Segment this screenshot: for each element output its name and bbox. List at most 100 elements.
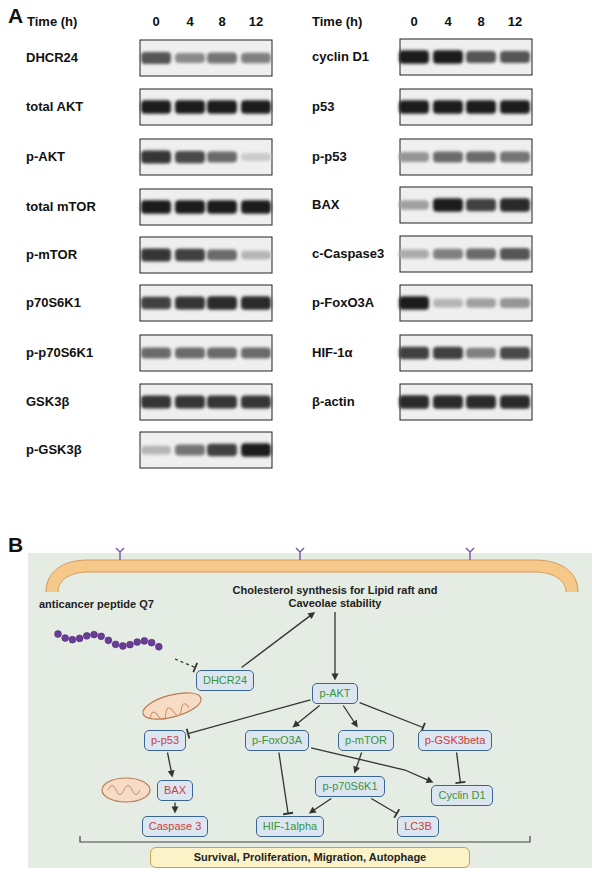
blot-frame xyxy=(140,89,272,125)
blot-band xyxy=(241,153,271,161)
node-text: DHCR24 xyxy=(203,674,247,687)
protein-box: Cyclin D1 xyxy=(431,785,492,806)
connector-line xyxy=(314,799,332,811)
protein-name: p-AKT xyxy=(26,150,65,165)
blot-band xyxy=(500,100,530,114)
blot-band xyxy=(500,298,530,308)
blot-band xyxy=(207,444,237,457)
blot-frame xyxy=(140,432,272,468)
node-text: p-p70S6K1 xyxy=(322,780,377,793)
blot-band xyxy=(241,443,271,457)
blot-band xyxy=(141,100,171,114)
blot-band xyxy=(399,50,429,64)
blot-band xyxy=(207,347,237,358)
protein-name: p-mTOR xyxy=(26,248,77,263)
peptide-bead xyxy=(148,639,155,646)
time-point: 12 xyxy=(249,15,263,30)
outcome-box: Survival, Proliferation, Migration, Auto… xyxy=(150,847,470,868)
blot-frame xyxy=(400,39,532,75)
time-point: 0 xyxy=(152,15,159,30)
time-point: 8 xyxy=(218,15,225,30)
arrow-head xyxy=(309,807,317,814)
protein-box: BAX xyxy=(157,780,193,801)
arrow-head xyxy=(351,720,358,728)
blot-band xyxy=(466,348,496,359)
blot-band xyxy=(175,100,205,114)
protein-name: p53 xyxy=(312,100,334,115)
activation-connector xyxy=(353,753,361,774)
blot-band xyxy=(207,151,237,162)
time-point: 8 xyxy=(477,15,484,30)
blot-band xyxy=(241,347,271,358)
protein-box: p-mTOR xyxy=(338,730,394,751)
node-text: HIF-1alpha xyxy=(263,820,317,833)
peptide-bead xyxy=(69,636,76,643)
blot-band xyxy=(207,296,237,309)
blot-band xyxy=(175,396,205,409)
blot-band xyxy=(175,53,205,63)
mitochondrion xyxy=(140,688,204,725)
blot-band xyxy=(207,396,237,409)
node-text: LC3B xyxy=(404,820,432,833)
protein-box: DHCR24 xyxy=(196,670,254,691)
connector-line xyxy=(371,799,397,814)
blot-band xyxy=(466,248,496,259)
blot-band xyxy=(500,347,530,359)
blot-band xyxy=(500,248,530,260)
peptide-bead xyxy=(76,635,83,642)
connector-line xyxy=(174,803,175,808)
connector-line xyxy=(356,753,361,768)
blot-band xyxy=(241,396,271,409)
protein-name: total AKT xyxy=(26,100,83,115)
arrow-head xyxy=(332,674,339,681)
inhibition-connector xyxy=(175,659,197,672)
blot-band xyxy=(207,249,237,260)
blot-band xyxy=(399,200,429,209)
blot-frame xyxy=(400,335,532,371)
blot-band xyxy=(399,152,429,162)
process-text: Cholesterol synthesis for Lipid raft and… xyxy=(233,584,438,610)
protein-box: p-p70S6K1 xyxy=(315,776,384,797)
blot-band xyxy=(141,347,171,358)
peptide-bead xyxy=(62,635,69,642)
blot-band xyxy=(433,198,463,212)
activation-connector xyxy=(343,706,358,728)
connector-line xyxy=(188,700,310,734)
protein-name: BAX xyxy=(312,198,339,213)
axis-title: Time (h) xyxy=(312,15,362,30)
blot-band xyxy=(433,299,463,308)
activation-connector xyxy=(309,799,332,814)
blot-band xyxy=(433,100,463,114)
blot-band xyxy=(399,395,429,408)
blot-band xyxy=(433,151,463,162)
protein-name: p-p53 xyxy=(312,150,347,165)
blot-band xyxy=(466,151,496,162)
blot-band xyxy=(500,395,530,408)
peptide-bead xyxy=(98,633,105,640)
protein-box: p-p53 xyxy=(144,730,186,751)
blot-frame xyxy=(140,139,272,175)
blot-band xyxy=(500,51,530,63)
blot-band xyxy=(241,200,271,214)
blot-frame xyxy=(140,189,272,225)
blot-band xyxy=(141,249,171,262)
connector-line xyxy=(457,753,461,783)
node-text: p-AKT xyxy=(319,687,350,700)
time-point: 4 xyxy=(186,15,193,30)
blot-band xyxy=(207,100,237,114)
blot-band xyxy=(141,151,171,164)
blot-band xyxy=(433,249,463,260)
blot-band xyxy=(241,296,271,309)
node-text: Caspase 3 xyxy=(149,820,202,833)
peptide-bead xyxy=(141,637,148,644)
protein-name: p-FoxO3A xyxy=(312,296,374,311)
protein-box: Caspase 3 xyxy=(142,816,209,837)
blot-band xyxy=(207,200,237,214)
time-point: 4 xyxy=(444,15,451,30)
blot-frame xyxy=(400,89,532,125)
blot-band xyxy=(466,199,496,212)
activation-connector xyxy=(167,753,174,778)
protein-name: DHCR24 xyxy=(26,51,78,66)
blot-frame xyxy=(140,384,272,420)
blot-frame xyxy=(400,384,532,420)
